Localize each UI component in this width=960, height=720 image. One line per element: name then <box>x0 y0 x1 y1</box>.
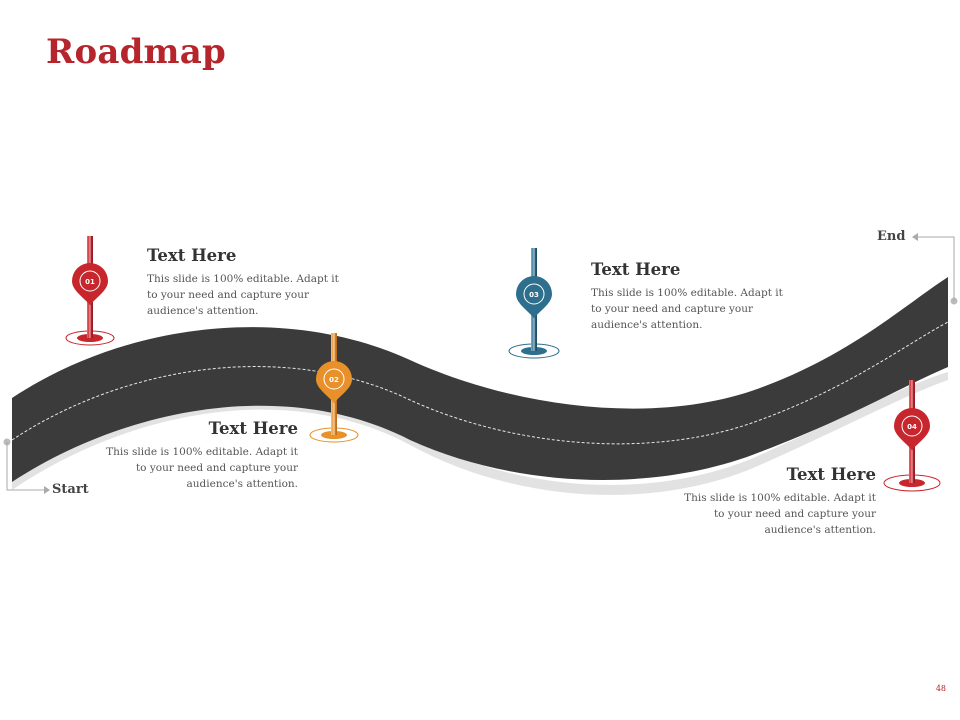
road-center-line <box>11 321 949 445</box>
milestone-text-03: Text Here This slide is 100% editable. A… <box>591 260 791 333</box>
milestone-body-03: This slide is 100% editable. Adapt it to… <box>591 287 783 331</box>
milestone-body-01: This slide is 100% editable. Adapt it to… <box>147 273 339 317</box>
start-connector <box>3 438 50 494</box>
milestone-pin-01: 01 <box>65 236 115 346</box>
pin-number-02: 02 <box>329 376 339 384</box>
page-number: 48 <box>935 684 946 693</box>
milestone-text-04: Text Here This slide is 100% editable. A… <box>676 465 876 538</box>
milestone-text-01: Text Here This slide is 100% editable. A… <box>147 246 347 319</box>
milestone-pin-04: 04 <box>883 380 941 492</box>
milestone-body-02: This slide is 100% editable. Adapt it to… <box>106 446 298 490</box>
milestone-heading-03: Text Here <box>591 260 681 279</box>
page-title: Roadmap <box>46 32 226 72</box>
milestone-heading-04: Text Here <box>786 465 876 484</box>
end-connector <box>912 233 958 305</box>
pin-number-01: 01 <box>85 278 95 286</box>
milestone-pin-03: 03 <box>508 248 560 359</box>
pin-number-04: 04 <box>907 423 917 431</box>
end-label: End <box>877 229 906 244</box>
milestone-heading-02: Text Here <box>208 419 298 438</box>
milestone-heading-01: Text Here <box>147 246 237 265</box>
start-label: Start <box>52 482 89 497</box>
pin-number-03: 03 <box>529 291 539 299</box>
milestone-text-02: Text Here This slide is 100% editable. A… <box>98 419 298 492</box>
milestone-body-04: This slide is 100% editable. Adapt it to… <box>684 492 876 536</box>
milestone-pin-02: 02 <box>309 333 359 443</box>
road <box>12 277 948 482</box>
